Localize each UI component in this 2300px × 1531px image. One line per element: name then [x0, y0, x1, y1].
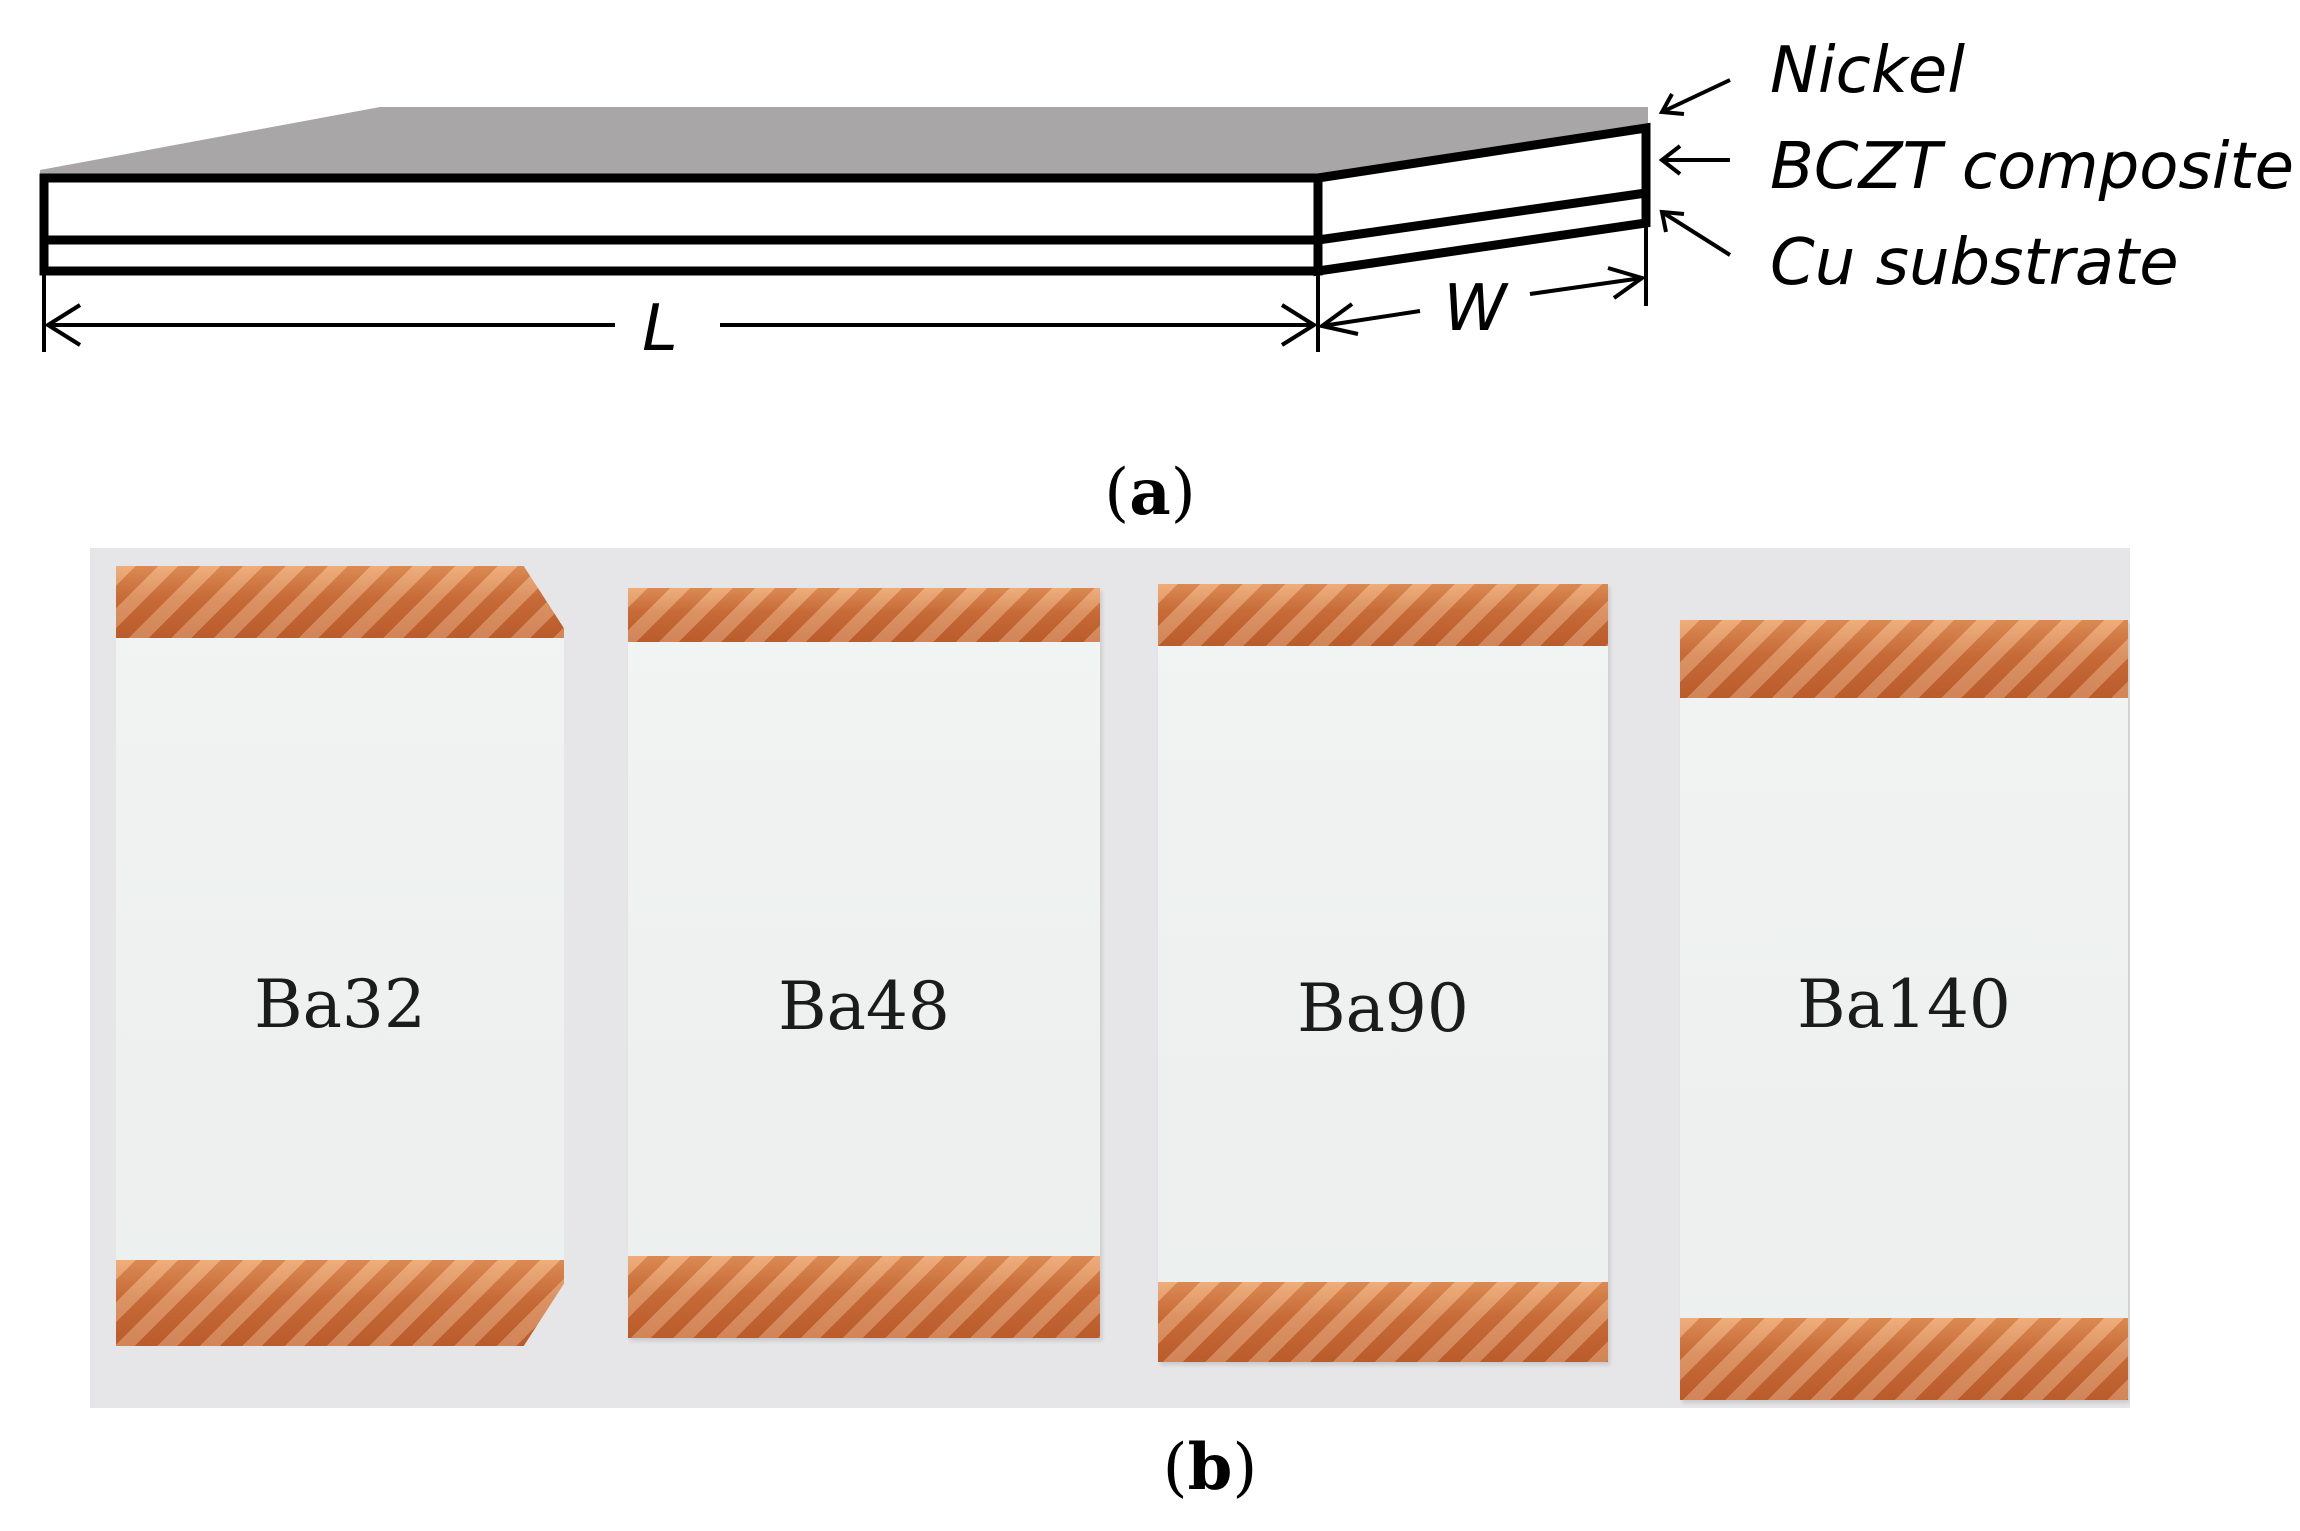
- bczt-label: BCZT composite: [1770, 130, 2294, 204]
- nickel-label: Nickel: [1770, 34, 1965, 108]
- cu-strip-top: [1158, 584, 1608, 646]
- w-arrowhead-left: [1317, 302, 1359, 336]
- caption-a: (a): [1104, 455, 1196, 530]
- cu-leader-arrowhead: [1659, 209, 1685, 233]
- cu-label: Cu substrate: [1770, 226, 2179, 300]
- caption-b: (b): [1162, 1430, 1258, 1505]
- bczt-cu-interface-side: [1317, 188, 1647, 245]
- cu-leader: [1660, 210, 1732, 257]
- cu-strip-top: [628, 588, 1100, 642]
- sample-label: Ba32: [254, 966, 426, 1043]
- l-arrowhead-right: [1280, 303, 1318, 347]
- cu-strip-top: [116, 566, 564, 638]
- length-label: L: [642, 292, 678, 366]
- sample-card-ba48: Ba48: [628, 588, 1100, 1338]
- w-dimension-line-right: [1529, 276, 1643, 296]
- caption-b-letter: b: [1187, 1430, 1233, 1505]
- sample-label: Ba140: [1797, 966, 2011, 1043]
- cu-strip-bottom: [1158, 1282, 1608, 1362]
- cu-strip-bottom: [116, 1260, 564, 1346]
- sample-card-ba32: Ba32: [116, 566, 564, 1346]
- sample-photo: Ba32 Ba48 Ba90 Ba140: [90, 548, 2130, 1408]
- l-arrowhead-left: [44, 303, 82, 347]
- w-arrowhead-right: [1607, 266, 1647, 300]
- front-face: [39, 173, 1323, 276]
- w-dimension-line-left: [1321, 309, 1421, 328]
- caption-a-letter: a: [1129, 455, 1171, 530]
- cu-strip-bottom: [628, 1256, 1100, 1338]
- nickel-leader-arrowhead: [1658, 93, 1685, 116]
- nickel-top-surface: [40, 107, 1648, 177]
- layer-schematic: L W Nickel BCZT composite Cu substrate: [39, 34, 2294, 366]
- nickel-leader: [1661, 78, 1731, 114]
- sample-card-ba90: Ba90: [1158, 584, 1608, 1362]
- sample-label: Ba48: [778, 968, 950, 1045]
- sample-label: Ba90: [1297, 970, 1469, 1047]
- sample-card-ba140: Ba140: [1680, 620, 2128, 1400]
- bczt-leader-arrowhead: [1658, 144, 1682, 176]
- cu-strip-bottom: [1680, 1318, 2128, 1400]
- width-label: W: [1443, 272, 1509, 346]
- cu-strip-top: [1680, 620, 2128, 698]
